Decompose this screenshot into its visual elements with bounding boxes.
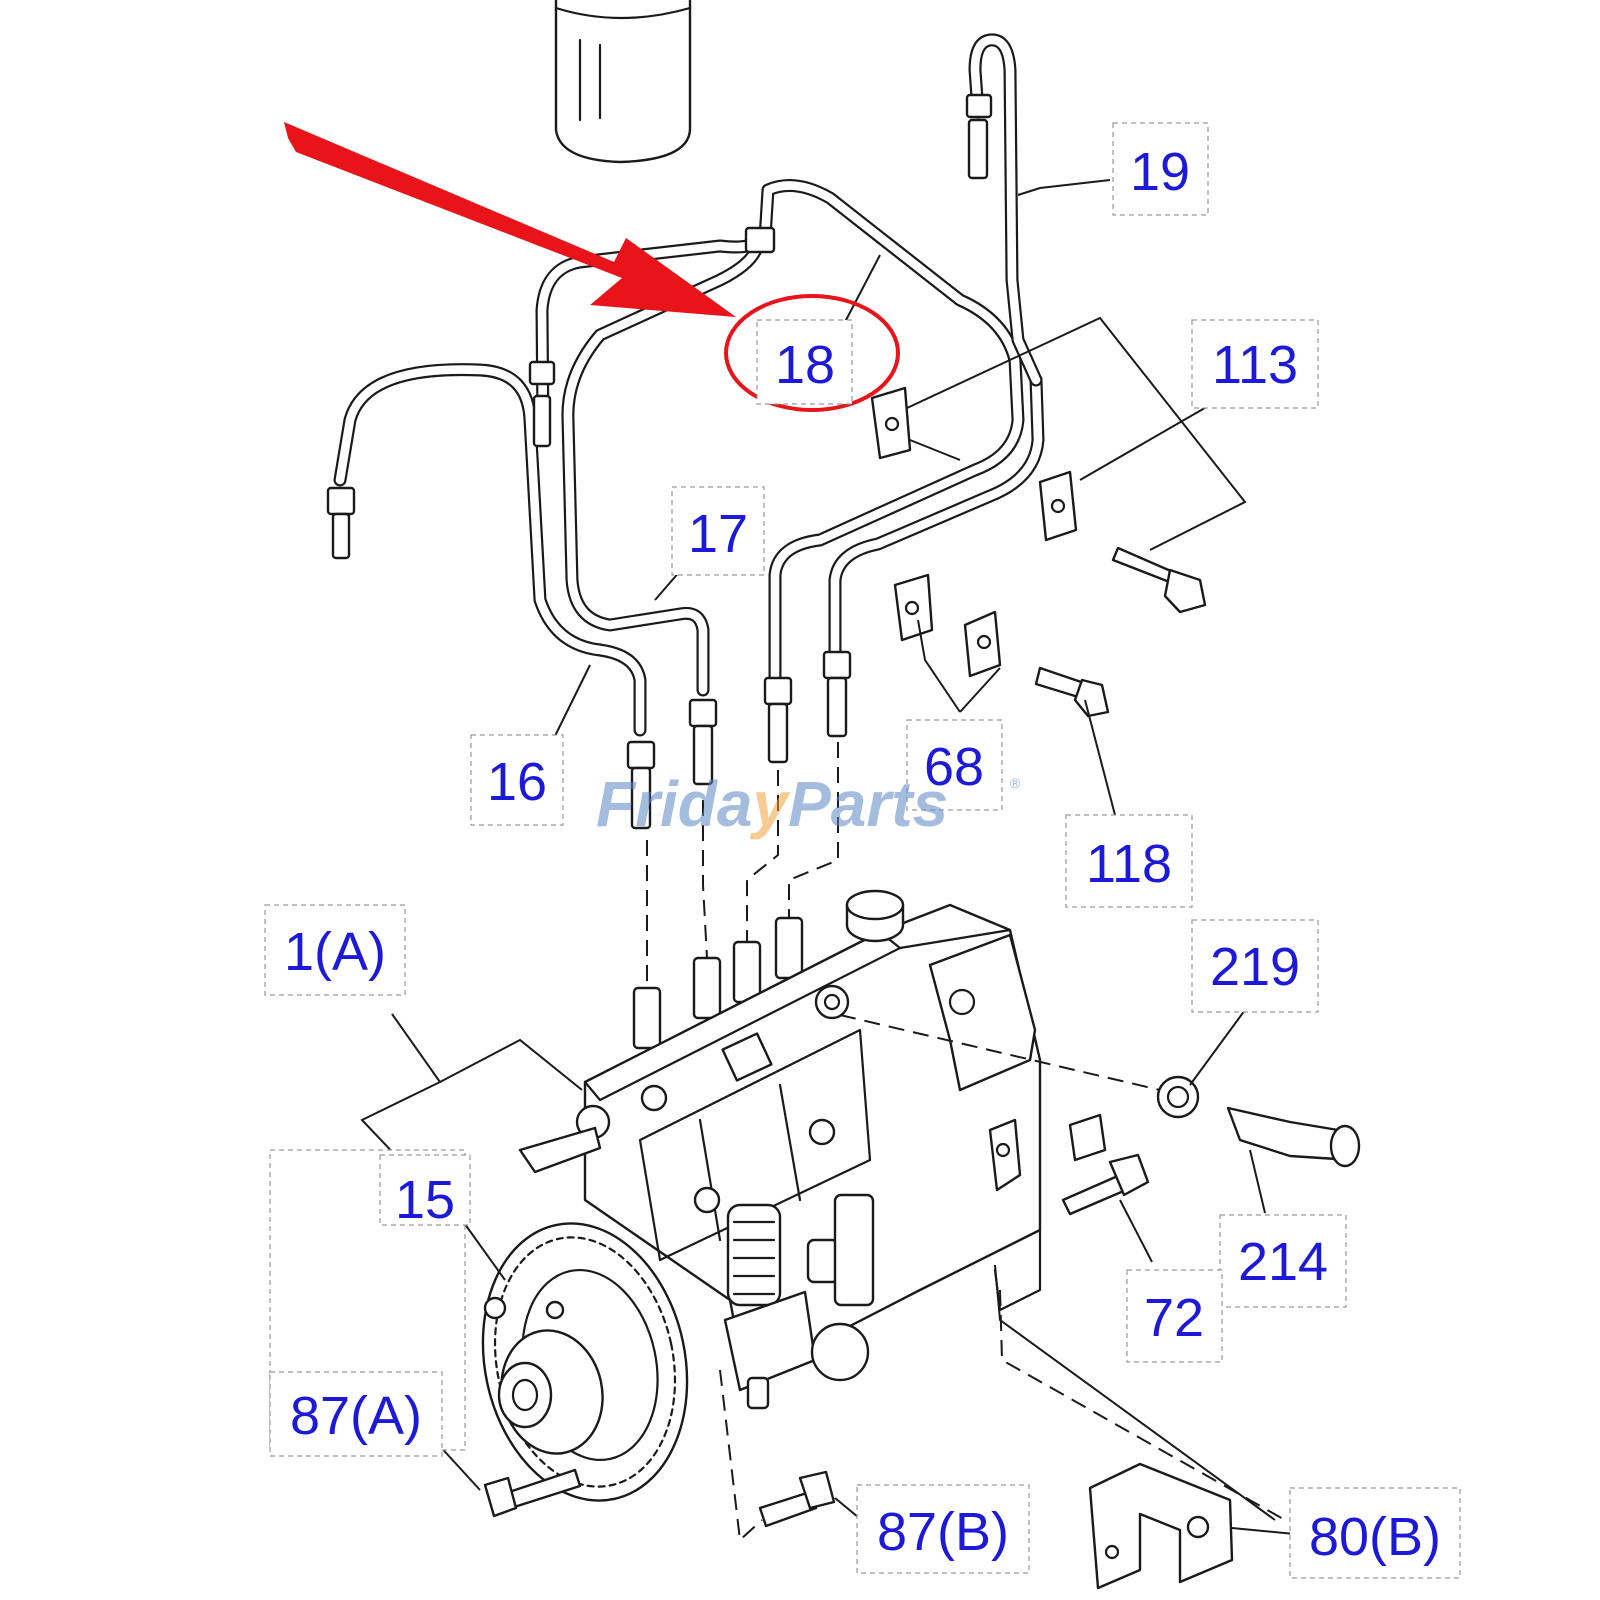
label-part-113: 113 (1212, 335, 1298, 395)
watermark-text-3: Parts (788, 768, 948, 840)
label-part-18: 18 (775, 335, 835, 395)
pipe-clamps (870, 386, 1078, 678)
pipe-fittings (326, 93, 993, 830)
label-part-214: 214 (1238, 1232, 1328, 1292)
pump-body (518, 889, 1107, 1410)
injection-pipes (326, 33, 1045, 830)
delivery-valves (632, 742, 839, 1050)
loose-parts (483, 1075, 1361, 1590)
label-part-1a: 1(A) (284, 922, 386, 982)
label-part-87b: 87(B) (877, 1502, 1009, 1562)
highlight (284, 122, 900, 412)
red-arrow (284, 122, 736, 317)
label-part-19: 19 (1130, 142, 1190, 202)
label-part-118: 118 (1086, 834, 1172, 894)
label-part-219: 219 (1210, 937, 1300, 997)
part-labels: 19 18 113 17 16 68 118 1(A) 219 15 214 7… (264, 122, 1461, 1579)
red-highlight-circle (724, 294, 900, 412)
leader-lines (360, 179, 1306, 1543)
watermark-text-2: y (749, 768, 791, 840)
svg-text:FridayParts: FridayParts (596, 768, 948, 840)
fridayparts-watermark: FridayParts ® (596, 768, 1021, 840)
watermark-registered-mark: ® (1010, 775, 1021, 791)
fuel-filter (554, 0, 692, 164)
label-part-16: 16 (487, 752, 547, 812)
label-part-87a: 87(A) (290, 1386, 422, 1446)
clamp-bolts (1034, 546, 1207, 718)
label-part-68: 68 (924, 737, 984, 797)
label-part-72: 72 (1144, 1288, 1204, 1348)
watermark-text-1: Frida (596, 768, 752, 840)
label-part-15: 15 (395, 1170, 455, 1230)
label-part-80b: 80(B) (1309, 1507, 1441, 1567)
label-part-17: 17 (688, 504, 748, 564)
drive-gear (481, 1222, 689, 1502)
